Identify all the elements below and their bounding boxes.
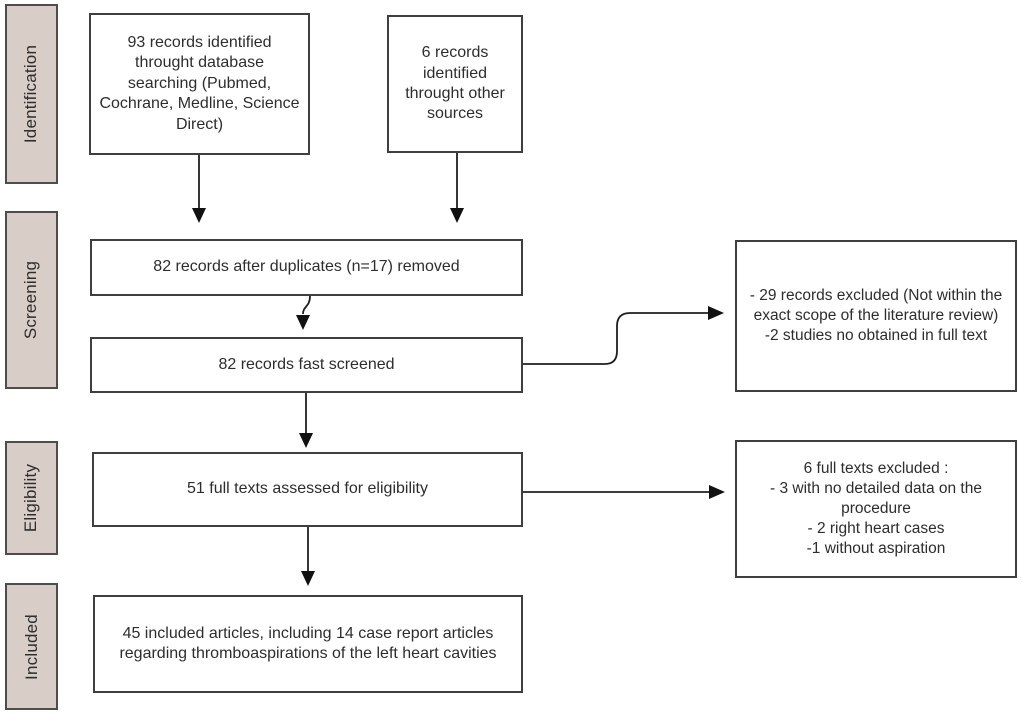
node-records-other-sources: 6 records identified throught other sour… — [387, 15, 523, 153]
node-records-other-sources-text: 6 records identified throught other sour… — [405, 44, 505, 123]
node-records-database: 93 records identified throught database … — [89, 13, 310, 155]
stage-included-label: Included — [21, 613, 41, 680]
node-records-after-duplicates-text: 82 records after duplicates (n=17) remov… — [153, 258, 460, 276]
arrow-screened-to-fulltexts — [299, 393, 313, 448]
arrow-fulltexts-to-included — [301, 527, 315, 586]
stage-screening: Screening — [5, 211, 58, 389]
arrow-other-sources-to-duplicates — [450, 153, 464, 223]
node-records-database-text: 93 records identified throught database … — [99, 33, 300, 133]
node-records-fast-screened: 82 records fast screened — [90, 337, 523, 393]
node-full-texts-assessed: 51 full texts assessed for eligibility — [92, 452, 523, 527]
arrow-duplicates-to-screened — [296, 295, 311, 330]
arrow-fulltexts-to-excluded — [523, 485, 725, 499]
node-full-texts-assessed-text: 51 full texts assessed for eligibility — [187, 480, 428, 498]
arrow-screened-to-excluded — [523, 306, 724, 365]
stage-eligibility: Eligibility — [5, 441, 58, 555]
node-full-texts-excluded: 6 full texts excluded : - 3 with no deta… — [735, 440, 1017, 578]
stage-eligibility-label: Eligibility — [21, 463, 41, 533]
node-records-excluded-text: - 29 records excluded (Not within the ex… — [749, 287, 1003, 344]
stage-screening-label: Screening — [21, 260, 41, 340]
stage-included: Included — [5, 583, 58, 710]
stage-identification: Identification — [5, 4, 58, 184]
arrow-database-to-duplicates — [192, 155, 206, 223]
node-included-articles: 45 included articles, including 14 case … — [93, 595, 523, 693]
node-records-fast-screened-text: 82 records fast screened — [218, 355, 395, 373]
node-included-articles-text: 45 included articles, including 14 case … — [119, 624, 497, 662]
node-records-excluded: - 29 records excluded (Not within the ex… — [735, 240, 1017, 392]
stage-identification-label: Identification — [21, 44, 41, 144]
node-full-texts-excluded-text: 6 full texts excluded : - 3 with no deta… — [770, 460, 982, 557]
node-records-after-duplicates: 82 records after duplicates (n=17) remov… — [90, 239, 523, 296]
